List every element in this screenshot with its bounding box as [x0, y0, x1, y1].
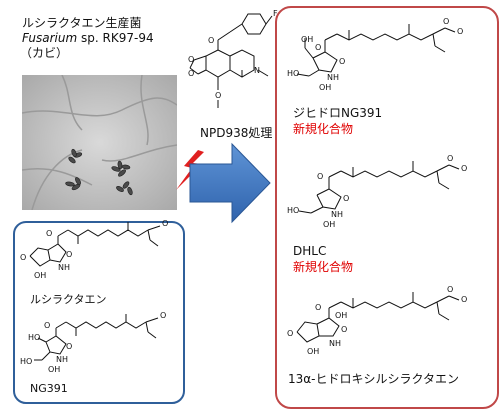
atom-label-nh: NH	[331, 210, 343, 219]
atom-label-n: N	[254, 66, 260, 75]
atom-label-oh: OH	[335, 311, 347, 320]
npd938-structure: O F O O O N	[188, 9, 278, 108]
dihydro-ng391-structure: OH O O NH HO OH O O	[287, 17, 463, 92]
atom-label-o: O	[447, 154, 453, 163]
atom-label-o: O	[315, 43, 321, 52]
atom-label-o: O	[215, 91, 221, 100]
new-compounds-panel	[275, 6, 499, 409]
compound-name-lucilactaene: ルシラクタエン	[30, 293, 107, 306]
atom-label-o: O	[208, 36, 214, 45]
compound-name-13a-hydroxylucilactaene: 13α-ヒドロキシルシラクタエン	[288, 372, 460, 386]
known-compounds-panel	[13, 221, 185, 404]
atom-label-o: O	[66, 342, 72, 351]
fungus-micrograph	[22, 75, 177, 210]
atom-label-oh: OH	[323, 220, 335, 229]
compound-name-dhlc: DHLC	[293, 244, 327, 258]
atom-label-o: O	[341, 325, 347, 334]
atom-label-ho: HO	[287, 69, 299, 78]
atom-label-o: O	[343, 194, 349, 203]
ng391-structure: O HO O NH HO OH O	[20, 311, 166, 374]
atom-label-oh: OH	[48, 365, 60, 374]
atom-label-ho: HO	[287, 206, 299, 215]
compound-name-ng391: NG391	[30, 382, 68, 395]
atom-label-f: F	[273, 9, 278, 18]
source-strain: Fusarium sp. RK97-94	[22, 31, 154, 45]
new-compound-tag: 新規化合物	[293, 122, 354, 136]
treatment-label: NPD938処理	[200, 126, 273, 140]
atom-label-ho: HO	[28, 333, 40, 342]
atom-label-o: O	[44, 321, 50, 330]
new-compound-tag: 新規化合物	[293, 260, 354, 274]
lucilactaene-structure: O O O NH OH O	[20, 219, 168, 280]
right-arrow-icon	[189, 142, 271, 224]
atom-label-oh: OH	[307, 347, 319, 356]
atom-label-oh: OH	[34, 271, 46, 280]
atom-label-o: O	[287, 329, 293, 338]
atom-label-nh: NH	[58, 263, 70, 272]
atom-label-o: O	[162, 219, 168, 228]
atom-label-o: O	[457, 27, 463, 36]
dhlc-structure: O O NH HO OH O O	[287, 154, 467, 229]
source-organism-name: ルシラクタエン生産菌	[22, 16, 142, 30]
atom-label-o: O	[461, 164, 467, 173]
atom-label-nh: NH	[56, 355, 68, 364]
atom-label-o: O	[339, 57, 345, 66]
hydroxy-lucilactaene-structure: O OH O O NH OH O O	[287, 285, 467, 356]
atom-label-o: O	[46, 229, 52, 238]
atom-label-o: O	[66, 250, 72, 259]
atom-label-o: O	[160, 311, 166, 320]
atom-label-nh: NH	[329, 339, 341, 348]
lightning-bolt-icon	[176, 150, 204, 190]
atom-label-o: O	[317, 172, 323, 181]
atom-label-o: O	[315, 303, 321, 312]
atom-label-o: O	[447, 285, 453, 294]
atom-label-nh: NH	[327, 73, 339, 82]
source-note: （カビ）	[20, 46, 69, 60]
atom-label-ho: HO	[20, 357, 32, 366]
atom-label-oh: OH	[319, 83, 331, 92]
atom-label-o: O	[188, 55, 194, 64]
atom-label-o: O	[188, 69, 194, 78]
atom-label-oh: OH	[301, 35, 313, 44]
compound-name-dihydro-ng391: ジヒドロNG391	[293, 106, 383, 120]
atom-label-o: O	[443, 17, 449, 26]
atom-label-o: O	[461, 295, 467, 304]
atom-label-o: O	[20, 253, 26, 262]
